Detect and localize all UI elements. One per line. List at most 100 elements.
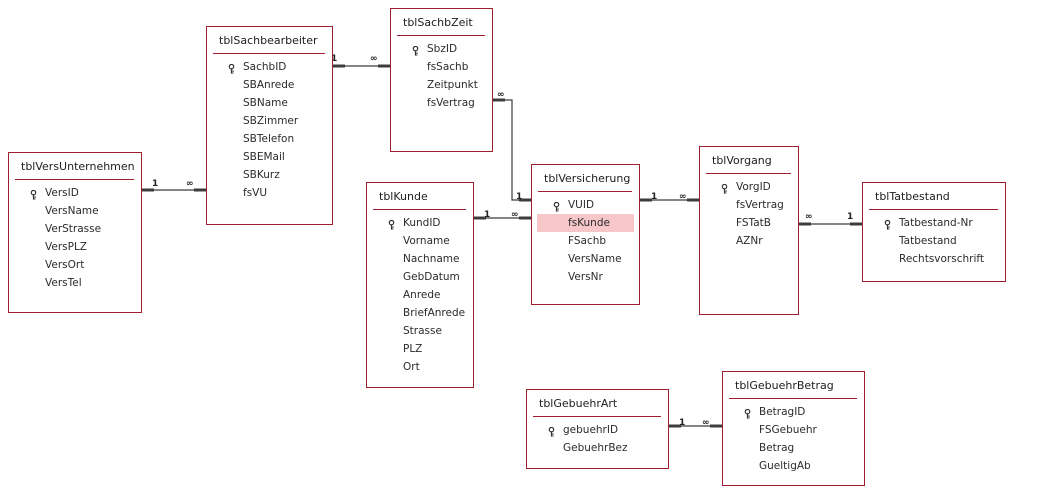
field-name: SBEMail [243, 151, 285, 163]
cardinality-many: ∞ [370, 54, 378, 64]
field-name: BetragID [759, 406, 806, 418]
field-row[interactable]: fsKunde [537, 214, 634, 232]
table-title[interactable]: tblSachbearbeiter [219, 34, 318, 47]
cardinality-one: 1 [152, 179, 158, 189]
field-row[interactable]: SBAnrede [207, 76, 332, 94]
field-row[interactable]: VersTel [9, 274, 141, 292]
field-row[interactable]: BriefAnrede [367, 304, 473, 322]
field-row[interactable]: fsVU [207, 184, 332, 202]
field-row[interactable]: FSTatB [700, 214, 798, 232]
table-title[interactable]: tblVersicherung [544, 172, 631, 185]
field-row[interactable]: Betrag [723, 439, 864, 457]
field-row[interactable]: SBTelefon [207, 130, 332, 148]
field-row[interactable]: fsVertrag [700, 196, 798, 214]
field-row[interactable]: GueltigAb [723, 457, 864, 475]
field-row[interactable]: Tatbestand [863, 232, 1005, 250]
field-row[interactable]: AZNr [700, 232, 798, 250]
table-title[interactable]: tblVersUnternehmen [21, 160, 135, 173]
primary-key-field[interactable]: Tatbestand-Nr [863, 214, 1005, 232]
table-title-divider [869, 209, 998, 210]
field-row[interactable]: VersOrt [9, 256, 141, 274]
field-row[interactable]: VersPLZ [9, 238, 141, 256]
field-name: FSTatB [736, 217, 771, 229]
field-row[interactable]: SBKurz [207, 166, 332, 184]
table-title[interactable]: tblKunde [379, 190, 428, 203]
relationship-versunternehmen-sachbearbeiter[interactable]: 1∞ [142, 179, 206, 192]
cardinality-many: ∞ [805, 212, 813, 222]
field-name: Strasse [403, 325, 442, 337]
primary-key-field[interactable]: VUID [532, 196, 639, 214]
cardinality-many: ∞ [511, 210, 519, 220]
primary-key-icon [412, 44, 419, 56]
field-name: Anrede [403, 289, 441, 301]
field-row[interactable]: VersNr [532, 268, 639, 286]
field-row[interactable]: Strasse [367, 322, 473, 340]
primary-key-field[interactable]: KundID [367, 214, 473, 232]
field-row[interactable]: Anrede [367, 286, 473, 304]
relationship-vorgang-tatbestand[interactable]: ∞1 [799, 212, 862, 226]
relationship-sachbearbeiter-sachbzeit[interactable]: 1∞ [331, 54, 390, 68]
field-row[interactable]: Vorname [367, 232, 473, 250]
field-name: VersPLZ [45, 241, 87, 253]
table-title-divider [533, 416, 661, 417]
field-row[interactable]: FSachb [532, 232, 639, 250]
field-row[interactable]: GebDatum [367, 268, 473, 286]
field-row[interactable]: Rechtsvorschrift [863, 250, 1005, 268]
field-row[interactable]: SBEMail [207, 148, 332, 166]
field-name: fsVertrag [427, 97, 475, 109]
table-title-divider [373, 209, 466, 210]
table-title[interactable]: tblTatbestand [875, 190, 950, 203]
relationship-gebuehrart-gebuehrbetrag[interactable]: 1∞ [669, 418, 722, 428]
table-title[interactable]: tblSachbZeit [403, 16, 473, 29]
field-row[interactable]: VersName [532, 250, 639, 268]
field-row[interactable]: VersName [9, 202, 141, 220]
table-title[interactable]: tblVorgang [712, 154, 772, 167]
relationship-versicherung-vorgang[interactable]: 1∞ [640, 192, 699, 202]
field-row[interactable]: Ort [367, 358, 473, 376]
primary-key-icon [721, 182, 728, 194]
primary-key-field[interactable]: VersID [9, 184, 141, 202]
field-name: VerStrasse [45, 223, 102, 235]
primary-key-field[interactable]: SachbID [207, 58, 332, 76]
primary-key-field[interactable]: SbzID [391, 40, 492, 58]
table-title[interactable]: tblGebuehrBetrag [735, 379, 834, 392]
relationship-sachbzeit-versicherung[interactable]: ∞1 [493, 90, 531, 202]
field-name: SBAnrede [243, 79, 295, 91]
field-name: VersNr [568, 271, 603, 283]
relationship-kunde-versicherung[interactable]: 1∞ [474, 210, 531, 220]
field-name: KundID [403, 217, 441, 229]
field-name: fsVU [243, 187, 268, 199]
primary-key-field[interactable]: gebuehrID [527, 421, 668, 439]
primary-key-icon [744, 407, 751, 419]
field-row[interactable]: Zeitpunkt [391, 76, 492, 94]
table-title-divider [397, 35, 485, 36]
field-row[interactable]: SBName [207, 94, 332, 112]
table-title[interactable]: tblGebuehrArt [539, 397, 618, 410]
field-name: GueltigAb [759, 460, 811, 472]
primary-key-field[interactable]: BetragID [723, 403, 864, 421]
field-name: Tatbestand [899, 235, 957, 247]
field-row[interactable]: SBZimmer [207, 112, 332, 130]
field-row[interactable]: GebuehrBez [527, 439, 668, 457]
field-row[interactable]: PLZ [367, 340, 473, 358]
relationship-line [493, 99, 531, 201]
field-row[interactable]: Nachname [367, 250, 473, 268]
cardinality-one: 1 [679, 418, 685, 428]
field-row[interactable]: fsVertrag [391, 94, 492, 112]
field-row[interactable]: VerStrasse [9, 220, 141, 238]
field-row[interactable]: fsSachb [391, 58, 492, 76]
field-row[interactable]: FSGebuehr [723, 421, 864, 439]
primary-key-field[interactable]: VorgID [700, 178, 798, 196]
field-name: fsKunde [568, 217, 610, 229]
